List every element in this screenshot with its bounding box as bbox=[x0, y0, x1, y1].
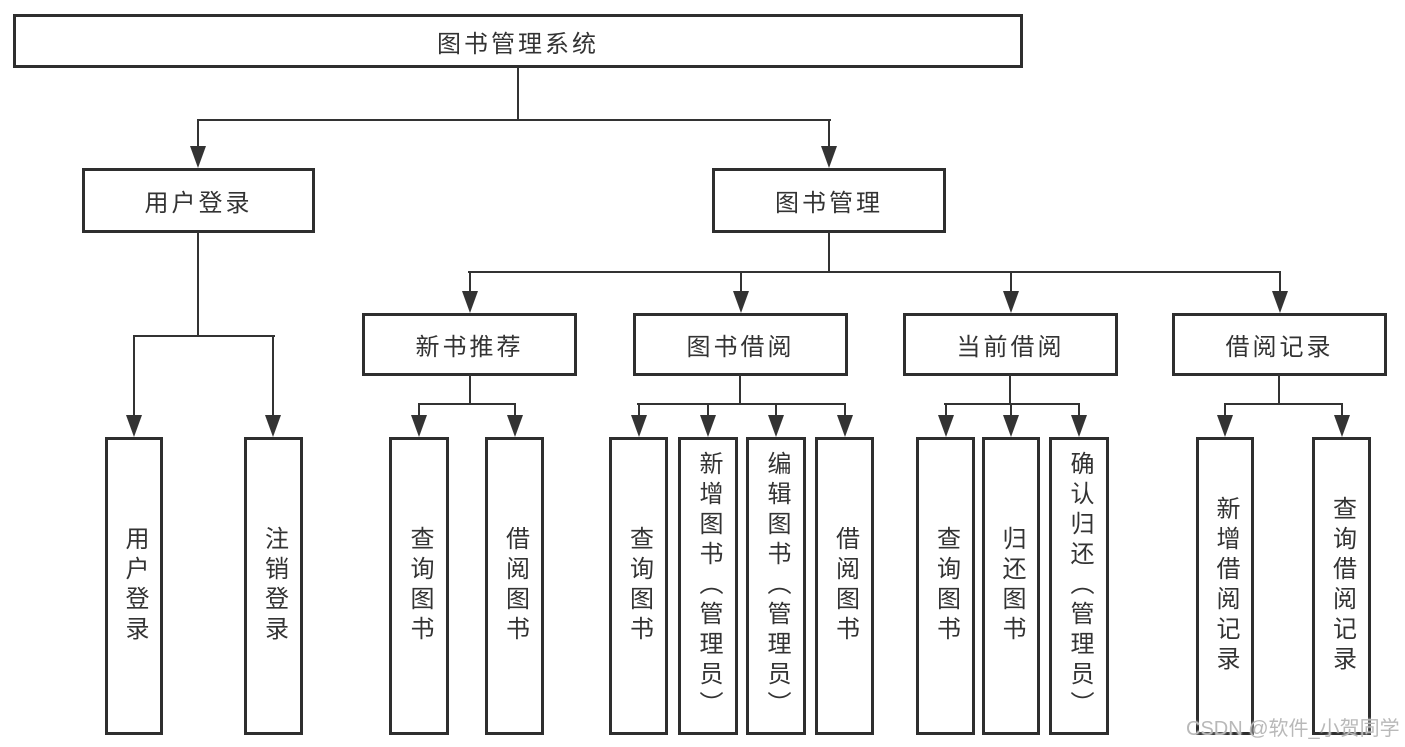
arrow-down-icon bbox=[126, 337, 142, 437]
arrow-down-icon bbox=[1071, 405, 1087, 437]
arrow-down-icon bbox=[631, 405, 647, 437]
node-query-borrow-record: 查询借阅记录 bbox=[1312, 437, 1371, 735]
node-current-borrow: 当前借阅 bbox=[903, 313, 1118, 376]
node-borrow-records-label: 借阅记录 bbox=[1225, 334, 1334, 361]
connector-line bbox=[133, 335, 275, 337]
connector-line bbox=[468, 271, 1281, 273]
arrow-down-icon bbox=[411, 405, 427, 437]
node-current-borrow-label: 当前借阅 bbox=[956, 334, 1065, 361]
node-borrow-book-action: 借阅图书 bbox=[815, 437, 874, 735]
node-query-book-current: 查询图书 bbox=[916, 437, 975, 735]
node-query-book-recommend-label: 查询图书 bbox=[406, 526, 433, 646]
node-edit-book-admin-label: 编辑图书（管理员） bbox=[763, 451, 790, 721]
node-add-book-admin-label: 新增图书（管理员） bbox=[695, 451, 722, 721]
node-book-borrow-label: 图书借阅 bbox=[686, 334, 795, 361]
node-borrow-book-recommend-label: 借阅图书 bbox=[501, 526, 529, 646]
node-book-management-label: 图书管理 bbox=[775, 190, 883, 217]
node-add-borrow-record: 新增借阅记录 bbox=[1196, 437, 1254, 735]
node-logout-action: 注销登录 bbox=[244, 437, 303, 735]
node-borrow-book-recommend: 借阅图书 bbox=[485, 437, 544, 735]
arrow-down-icon bbox=[1334, 405, 1350, 437]
node-root-label: 图书管理系统 bbox=[437, 30, 599, 58]
node-edit-book-admin: 编辑图书（管理员） bbox=[746, 437, 806, 735]
node-borrow-records: 借阅记录 bbox=[1172, 313, 1387, 376]
arrow-down-icon bbox=[938, 405, 954, 437]
watermark: CSDN @软件_小贺同学 bbox=[1186, 718, 1400, 740]
node-book-borrow: 图书借阅 bbox=[633, 313, 848, 376]
arrow-down-icon bbox=[507, 405, 523, 437]
node-book-management: 图书管理 bbox=[712, 168, 946, 233]
node-add-book-admin: 新增图书（管理员） bbox=[678, 437, 738, 735]
node-borrow-book-action-label: 借阅图书 bbox=[831, 526, 859, 646]
connector-line bbox=[197, 232, 199, 337]
node-new-book-recommend-label: 新书推荐 bbox=[415, 334, 524, 361]
arrow-down-icon bbox=[265, 337, 281, 437]
node-user-login: 用户登录 bbox=[82, 168, 315, 233]
node-query-book-borrow: 查询图书 bbox=[609, 437, 668, 735]
node-return-book: 归还图书 bbox=[982, 437, 1040, 735]
connector-line bbox=[944, 403, 1080, 405]
node-return-book-label: 归还图书 bbox=[998, 526, 1025, 646]
node-query-book-current-label: 查询图书 bbox=[932, 526, 960, 646]
arrow-down-icon bbox=[1272, 273, 1288, 313]
arrow-down-icon bbox=[821, 119, 837, 168]
arrow-down-icon bbox=[190, 119, 206, 168]
node-query-book-recommend: 查询图书 bbox=[389, 437, 449, 735]
node-confirm-return-admin: 确认归还（管理员） bbox=[1049, 437, 1109, 735]
node-query-borrow-record-label: 查询借阅记录 bbox=[1328, 496, 1356, 676]
node-user-login-label: 用户登录 bbox=[144, 190, 253, 217]
connector-line bbox=[1224, 403, 1343, 405]
connector-line bbox=[1009, 374, 1011, 405]
node-logout-action-label: 注销登录 bbox=[260, 526, 288, 646]
connector-line bbox=[828, 232, 830, 273]
node-root: 图书管理系统 bbox=[13, 14, 1023, 68]
arrow-down-icon bbox=[837, 405, 853, 437]
connector-line bbox=[469, 374, 471, 405]
arrow-down-icon bbox=[462, 273, 478, 313]
connector-line bbox=[637, 403, 846, 405]
arrow-down-icon bbox=[700, 405, 716, 437]
arrow-down-icon bbox=[733, 273, 749, 313]
arrow-down-icon bbox=[1003, 405, 1019, 437]
arrow-down-icon bbox=[768, 405, 784, 437]
connector-line bbox=[418, 403, 516, 405]
connector-line bbox=[739, 374, 741, 405]
connector-line bbox=[197, 119, 831, 121]
arrow-down-icon bbox=[1217, 405, 1233, 437]
node-new-book-recommend: 新书推荐 bbox=[362, 313, 577, 376]
node-confirm-return-admin-label: 确认归还（管理员） bbox=[1066, 451, 1093, 721]
connector-line bbox=[517, 67, 519, 120]
node-user-login-action-label: 用户登录 bbox=[121, 526, 148, 646]
node-query-book-borrow-label: 查询图书 bbox=[625, 526, 653, 646]
node-user-login-action: 用户登录 bbox=[105, 437, 163, 735]
arrow-down-icon bbox=[1003, 273, 1019, 313]
node-add-borrow-record-label: 新增借阅记录 bbox=[1212, 496, 1239, 676]
connector-line bbox=[1278, 374, 1280, 405]
